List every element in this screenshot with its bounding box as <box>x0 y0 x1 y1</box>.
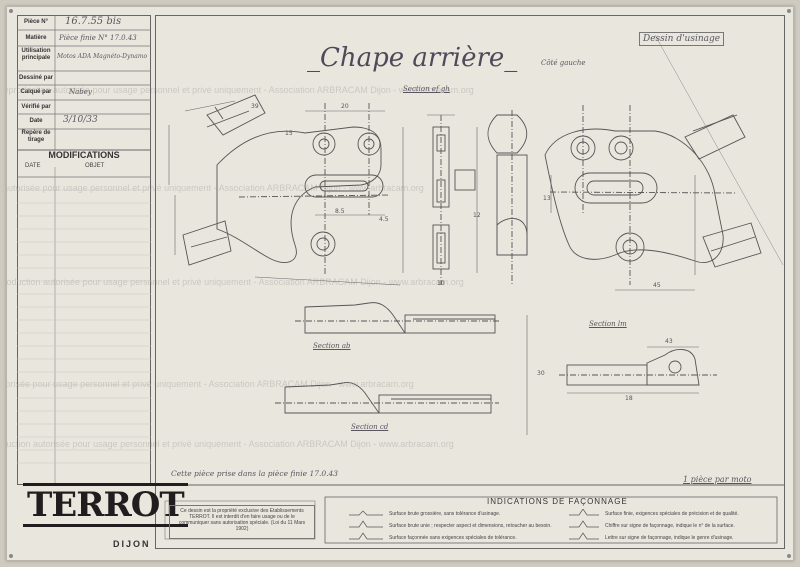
date-value: 3/10/33 <box>63 115 98 125</box>
dim-label: 20 <box>341 103 349 110</box>
calque-label: Calqué par <box>20 89 52 95</box>
plan-view-right <box>544 34 784 285</box>
dim-label: 39 <box>251 103 259 110</box>
note-bottom: Cette pièce prise dans la pièce finie 17… <box>171 469 339 478</box>
dim-label: 18 <box>625 395 633 402</box>
piece-value: 16.7.55 bis <box>65 16 122 27</box>
legend-item-1: Surface brute grossière, sans tolérance … <box>389 511 501 517</box>
date-label: Date <box>29 118 43 124</box>
brand-city: DIJON <box>113 539 151 549</box>
per-moto-note: 1 pièce par moto <box>683 475 752 484</box>
pin-hole <box>787 9 791 13</box>
section-ef-views <box>432 110 528 285</box>
modifications-heading: MODIFICATIONS <box>48 150 120 160</box>
section-ab-label: Section ab <box>313 342 351 350</box>
legend-heading: INDICATIONS DE FAÇONNAGE <box>487 497 628 506</box>
drawing-area: 20 39 15 8.5 4.5 10 12 <box>155 15 785 549</box>
dim-label: 4.5 <box>379 216 389 223</box>
pin-hole <box>9 9 13 13</box>
section-ab-view <box>295 302 501 334</box>
dim-label: 45 <box>653 282 661 289</box>
dim-label: 12 <box>473 212 481 219</box>
watermark: Reproduction autorisée pour usage person… <box>6 379 414 389</box>
watermark: Reproduction autorisée pour usage person… <box>6 277 464 287</box>
section-ef-label: Section ef gh <box>403 85 450 93</box>
section-lm-view <box>559 349 717 386</box>
pin-hole <box>787 554 791 558</box>
dessine-label: Dessiné par <box>18 75 54 81</box>
terrot-logo: TERROT <box>23 483 188 537</box>
matiere-label: Matière <box>25 35 47 41</box>
dim-label: 30 <box>537 370 545 377</box>
watermark: Reproduction autorisée pour usage person… <box>6 183 424 193</box>
legend-item-5: Chiffre sur signe de façonnage, indique … <box>605 523 735 529</box>
header-right: Dessin d'usinage <box>639 32 725 46</box>
logo-text: TERROT <box>23 483 188 527</box>
section-lm-label: Section lm <box>589 320 627 328</box>
notice-text: Ce dessin est la propriété exclusive des… <box>178 508 304 526</box>
col-date: DATE <box>25 163 41 169</box>
side-note: Côté gauche <box>541 59 586 67</box>
legend-symbols-right <box>569 509 599 540</box>
section-cd-label: Section cd <box>351 423 389 431</box>
watermark: Reproduction autorisée pour usage person… <box>6 85 474 95</box>
legend-item-3: Surface façonnée sans exigences spéciale… <box>389 535 517 541</box>
legend-symbols-left <box>349 510 383 540</box>
watermark: Reproduction autorisée pour usage person… <box>6 439 454 449</box>
dim-label: 10 <box>437 280 445 287</box>
pin-hole <box>9 554 13 558</box>
utilisation-value: Motos ADA Magnéto-Dynamo <box>57 53 148 60</box>
calque-value: Nabey <box>69 88 92 96</box>
drawing-title: _Chape arrière_ <box>307 43 518 73</box>
legend-item-4: Surface finie, exigences spéciales de pr… <box>605 511 739 517</box>
dim-label: 43 <box>665 338 673 345</box>
notice-date: (Loi du 11 Mars 1902) <box>235 520 306 532</box>
dim-label: 15 <box>285 130 293 137</box>
drawing-sheet: Reproduction autorisée pour usage person… <box>6 6 794 561</box>
section-cd-view <box>275 382 499 414</box>
verifie-label: Vérifié par <box>21 104 51 110</box>
utilisation-label: Utilisation principale <box>21 48 51 61</box>
title-block-frame <box>17 15 151 485</box>
piece-label: Pièce N° <box>23 19 49 25</box>
dim-label: 13 <box>543 195 551 202</box>
plan-view-left <box>182 94 391 275</box>
copyright-notice: Ce dessin est la propriété exclusive des… <box>169 505 315 539</box>
repere-label: Repère de tirage <box>21 130 51 143</box>
legend-item-2: Surface brute unie ; respecter aspect et… <box>389 523 552 529</box>
dim-label: 8.5 <box>335 208 345 215</box>
legend-item-6: Lettre sur signe de façonnage, indique l… <box>605 535 734 541</box>
matiere-value: Pièce finie N° 17.0.43 <box>59 34 137 42</box>
col-objet: OBJET <box>85 163 105 169</box>
